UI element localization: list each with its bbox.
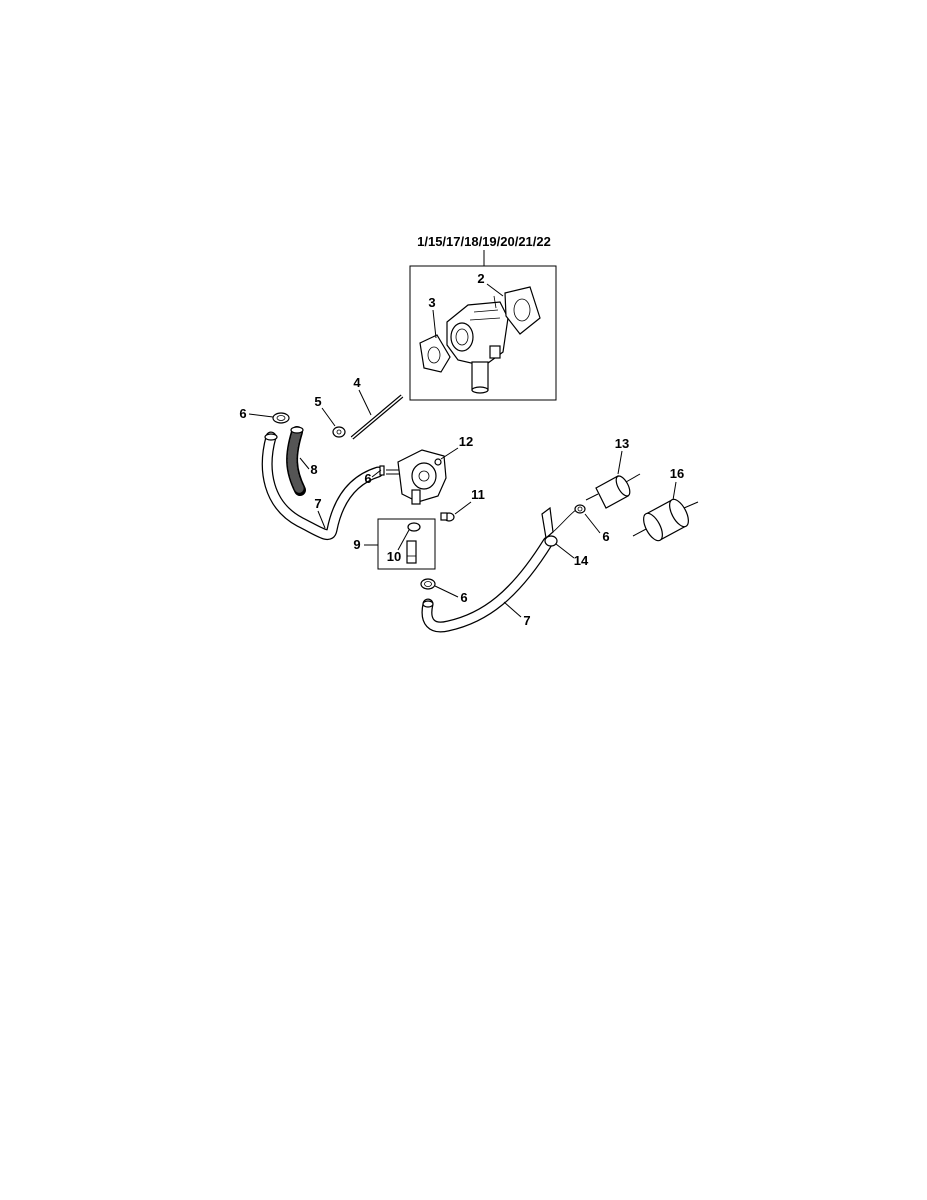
- callout-6d: 6: [602, 529, 609, 544]
- fuel-line-thin: [552, 509, 577, 533]
- callout-6c: 6: [460, 590, 467, 605]
- leader-4: [358, 389, 372, 416]
- callout-6a: 6: [239, 406, 246, 421]
- leader-6b: [371, 469, 382, 478]
- gasket-icon: [419, 334, 451, 373]
- callout-11: 11: [471, 487, 485, 502]
- leader-13: [617, 450, 623, 475]
- leader-14: [555, 543, 575, 559]
- callout-7b: 7: [523, 613, 530, 628]
- fuel-pump-icon: [406, 522, 421, 564]
- callout-6b: 6: [364, 471, 371, 486]
- callout-16: 16: [670, 466, 684, 481]
- leader-2: [486, 283, 504, 297]
- callout-4: 4: [353, 375, 361, 390]
- clamp-icon: [420, 578, 436, 590]
- sleeve-icon: [286, 426, 306, 496]
- leader-8: [299, 457, 310, 470]
- leader-7b: [503, 601, 522, 618]
- clamp-icon: [272, 412, 290, 424]
- callout-10: 10: [387, 549, 401, 564]
- callout-13: 13: [615, 436, 629, 451]
- nut-icon: [332, 426, 346, 438]
- leader-6a: [248, 413, 274, 418]
- gasket-icon: [504, 286, 541, 335]
- callout-5: 5: [314, 394, 321, 409]
- leader-5: [321, 407, 336, 427]
- callout-8: 8: [310, 462, 317, 477]
- leader-12: [440, 447, 459, 460]
- leader-11: [454, 501, 472, 515]
- fuel-filter-icon: [632, 498, 699, 542]
- screw-icon: [440, 512, 455, 522]
- callout-7a: 7: [314, 496, 321, 511]
- carburetor-icon: [446, 295, 509, 394]
- callout-12: 12: [459, 434, 473, 449]
- callout-3: 3: [428, 295, 435, 310]
- fuel-filter-icon: [585, 473, 641, 509]
- leader-7a: [317, 510, 326, 529]
- leader-10: [397, 529, 410, 551]
- clamp-icon: [574, 504, 586, 514]
- leader-6c: [434, 585, 459, 598]
- leader-3: [432, 309, 437, 339]
- callout-14: 14: [574, 553, 589, 568]
- callout-9: 9: [353, 537, 360, 552]
- leader-16: [672, 481, 677, 501]
- fuel-pump-icon: [386, 449, 447, 505]
- hose-icon: [261, 431, 384, 540]
- stud-icon: [350, 394, 404, 440]
- carburetor-box: [409, 265, 557, 401]
- kit-box: [377, 518, 436, 570]
- leader-6d: [584, 513, 601, 534]
- hose-icon: [421, 536, 554, 633]
- callout-2: 2: [477, 271, 484, 286]
- callout-assembly: 1/15/17/18/19/20/21/22: [417, 234, 551, 249]
